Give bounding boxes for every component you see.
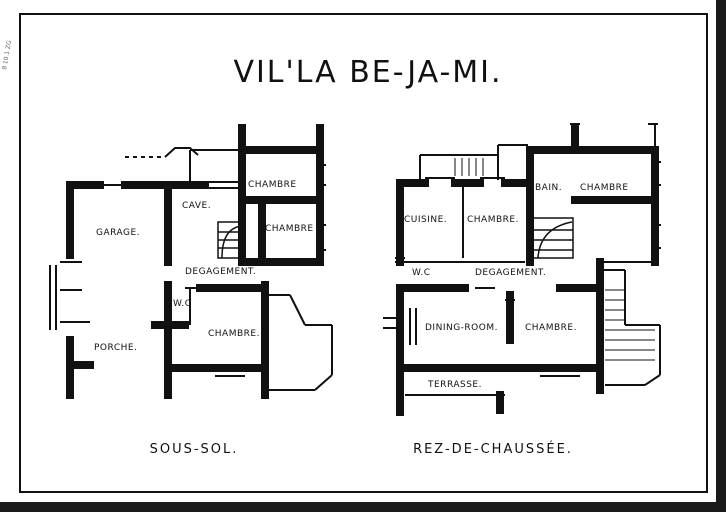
room-cave: CAVE. bbox=[182, 201, 211, 211]
room-cuisine: CUISINE. bbox=[404, 215, 447, 225]
room-chambre-r2: CHAMBRE. bbox=[467, 215, 519, 225]
room-wc: W.C bbox=[173, 299, 192, 309]
drawing-frame bbox=[19, 13, 708, 493]
room-degagement-r: DEGAGEMENT. bbox=[475, 268, 546, 278]
room-chambre-2: CHAMBRE bbox=[265, 224, 314, 234]
room-chambre: CHAMBRE bbox=[248, 180, 297, 190]
caption-sous-sol: SOUS-SOL. bbox=[150, 442, 239, 457]
room-chambre-r1: CHAMBRE bbox=[580, 183, 629, 193]
room-degagement: DEGAGEMENT. bbox=[185, 267, 256, 277]
room-bain: BAIN. bbox=[535, 183, 562, 193]
room-wc-r: W.C bbox=[412, 268, 431, 278]
room-chambre-r3: CHAMBRE. bbox=[525, 323, 577, 333]
room-terrasse: TERRASSE. bbox=[427, 380, 482, 390]
room-chambre-3: CHAMBRE. bbox=[208, 329, 260, 339]
room-porche: PORCHE. bbox=[94, 343, 137, 353]
room-dining: DINING-ROOM. bbox=[425, 323, 498, 333]
plan-title: VIL'LA BE-JA-MI. bbox=[233, 55, 502, 90]
room-garage: GARAGE. bbox=[96, 228, 140, 238]
plan-sous-sol bbox=[49, 124, 333, 399]
caption-rez-de-chaussee: REZ-DE-CHAUSSÉE. bbox=[413, 441, 573, 457]
plan-rez-de-chaussee bbox=[383, 123, 661, 416]
